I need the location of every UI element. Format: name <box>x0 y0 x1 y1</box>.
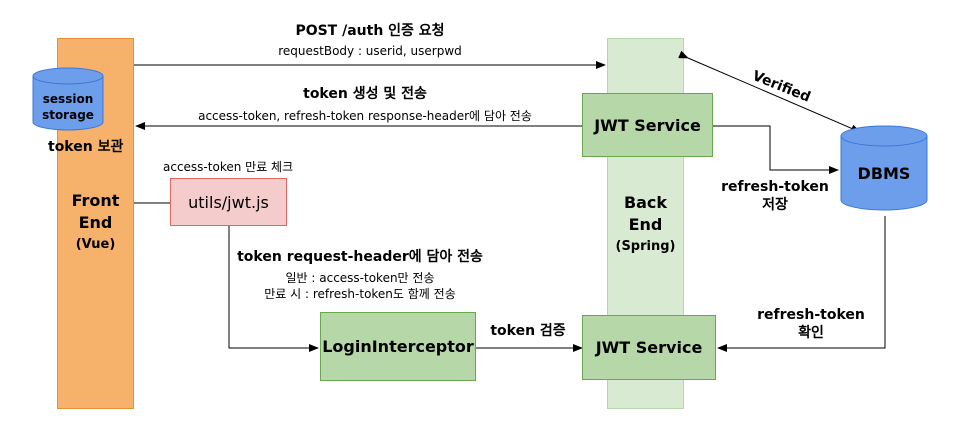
token-request-line2: 만료 시 : refresh-token도 함께 전송 <box>264 287 456 301</box>
verified-arrow <box>678 50 861 133</box>
token-verify-label: token 검증 <box>490 323 566 339</box>
token-request-label: token request-header에 담아 전송 일반 : access-… <box>215 246 505 302</box>
auth-request-title: POST /auth 인증 요청 <box>295 23 445 39</box>
refresh-save-line2: 저장 <box>762 197 788 213</box>
front-end-subtitle: (Vue) <box>75 237 116 252</box>
session-storage-label: session storage <box>33 91 103 123</box>
refresh-check-line2: 확인 <box>798 325 824 341</box>
session-storage-caption: token 보관 <box>48 139 124 155</box>
front-end-title-line2: End <box>78 213 113 232</box>
front-end-title: Front End (Vue) <box>57 190 134 256</box>
token-issue-title: token 생성 및 전송 <box>303 86 427 102</box>
token-issue-subtitle: access-token, refresh-token response-hea… <box>198 109 532 123</box>
refresh-check-label: refresh-token 확인 <box>756 306 866 342</box>
token-request-line1: 일반 : access-token만 전송 <box>285 271 435 285</box>
login-interceptor-box: LoginInterceptor <box>320 312 476 381</box>
front-end-title-line1: Front <box>71 191 120 210</box>
refresh-save-label: refresh-token 저장 <box>720 178 830 214</box>
token-issue-label: token 생성 및 전송 access-token, refresh-toke… <box>150 83 580 124</box>
jwt-service-top-box: JWT Service <box>582 93 713 157</box>
utils-caption: access-token 만료 체크 <box>163 160 294 174</box>
auth-request-subtitle: requestBody : userid, userpwd <box>278 44 462 58</box>
refresh-save-line1: refresh-token <box>721 179 829 195</box>
auth-request-label: POST /auth 인증 요청 requestBody : userid, u… <box>180 20 560 58</box>
token-request-title: token request-header에 담아 전송 <box>237 249 483 265</box>
back-end-title: Back End (Spring) <box>607 192 684 258</box>
session-storage-line1: session <box>42 92 94 106</box>
token-request-arrow <box>228 226 319 352</box>
session-storage-line2: storage <box>42 108 94 122</box>
refresh-check-arrow <box>717 216 886 352</box>
refresh-check-line1: refresh-token <box>757 307 865 323</box>
refresh-save-arrow <box>713 125 839 174</box>
back-end-subtitle: (Spring) <box>615 239 676 254</box>
jwt-service-bottom-box: JWT Service <box>582 315 716 380</box>
dbms-cylinder <box>840 125 928 211</box>
session-storage-cylinder <box>32 67 104 131</box>
back-end-title-line2: End <box>628 215 663 234</box>
back-end-title-line1: Back <box>623 193 668 212</box>
dbms-label: DBMS <box>857 164 911 183</box>
utils-jwt-box: utils/jwt.js <box>170 178 287 226</box>
